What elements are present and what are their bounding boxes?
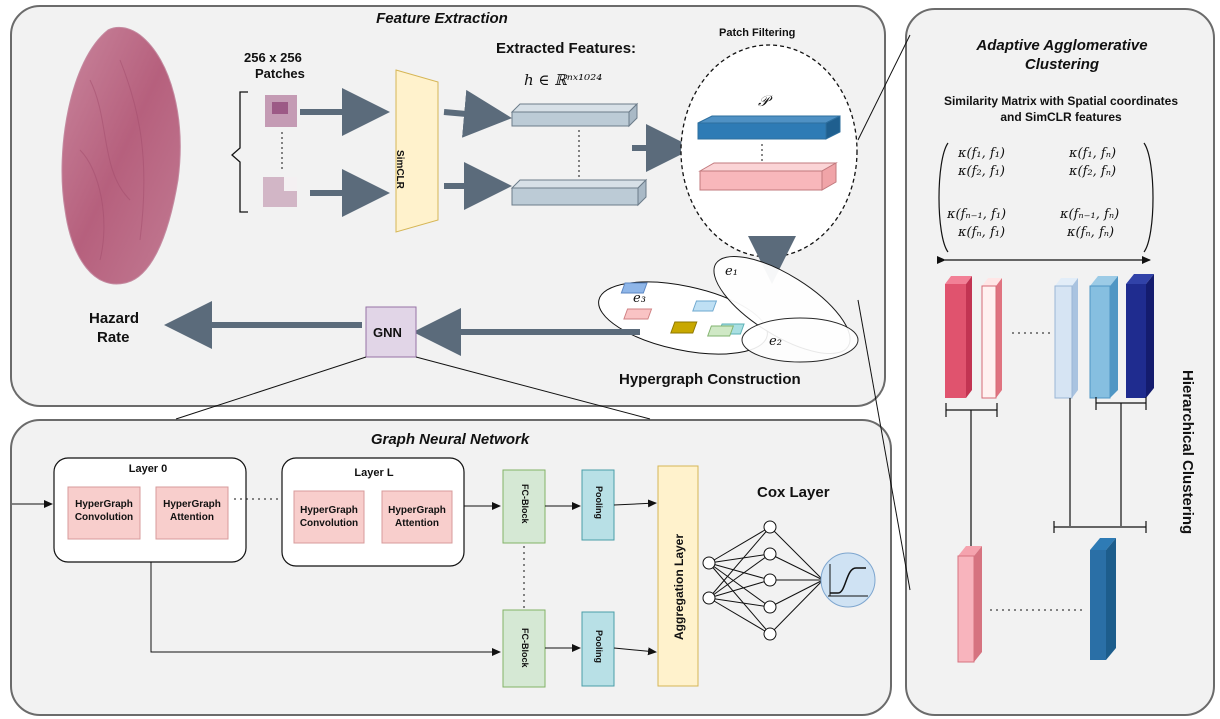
layer-l-attn-line2: Attention <box>395 518 439 529</box>
whole-slide-image <box>61 26 181 285</box>
layer-0-conv-line1: HyperGraph <box>75 499 133 510</box>
similarity-line1: Similarity Matrix with Spatial coordinat… <box>943 94 1179 108</box>
cluster-prism-2 <box>981 278 1002 399</box>
feature-vector-top <box>510 102 639 128</box>
merged-cluster-blue <box>1090 538 1116 660</box>
patches-label-line2: Patches <box>255 66 305 81</box>
cluster-prism-1 <box>945 276 972 398</box>
filtered-blue-block <box>697 115 841 140</box>
fc-block-bottom <box>502 609 546 688</box>
hypergraph <box>598 255 859 363</box>
cluster-prism-3 <box>1054 278 1078 399</box>
patches-label-line1: 256 x 256 <box>244 50 302 65</box>
patch-filtering-label: Patch Filtering <box>719 27 796 39</box>
simclr-label: SimCLR <box>394 150 405 189</box>
edge-e2-label: e₂ <box>769 334 782 349</box>
pooling-bottom <box>581 611 615 687</box>
matrix-r1c1: κ(f₁, f₁) <box>958 146 1005 161</box>
cox-network <box>708 526 824 635</box>
edge-e1-label: e₁ <box>725 264 738 279</box>
survival-curve-icon <box>820 552 876 608</box>
layer-0-conv-line2: Convolution <box>74 512 134 523</box>
layer-l-conv-line1: HyperGraph <box>300 505 358 516</box>
hazard-label-line2: Rate <box>97 329 130 346</box>
feature-vector-bottom <box>510 178 648 207</box>
layer-0-attn-line2: Attention <box>170 512 214 523</box>
matrix-r3c2: κ(fₙ₋₁, fₙ) <box>1060 207 1120 222</box>
cluster-prism-4 <box>1089 276 1118 399</box>
layer-l-attn-line1: HyperGraph <box>388 505 446 516</box>
simclr-encoder <box>395 69 439 233</box>
feature-formula: h ∈ ℝⁿˣ¹⁰²⁴ <box>524 71 603 89</box>
extracted-features-label: Extracted Features: <box>496 40 637 57</box>
edge-e3-label: e₃ <box>633 291 646 306</box>
layer-0-attn-line1: HyperGraph <box>163 499 221 510</box>
pooling-top-label: Pooling <box>594 486 604 519</box>
layer-0-label: Layer 0 <box>128 463 168 475</box>
matrix-r2c1: κ(f₂, f₁) <box>958 164 1005 179</box>
fc-block-top-label: FC-Block <box>520 484 530 524</box>
hierarchical-clustering-label: Hierarchical Clustering <box>1179 370 1196 535</box>
cluster-prism-5 <box>1126 274 1154 398</box>
pooling-bottom-label: Pooling <box>594 630 604 663</box>
hazard-label-line1: Hazard <box>89 310 140 327</box>
layer-0-conv <box>67 486 141 540</box>
layer-l-conv <box>293 490 365 544</box>
layer-0-attention <box>155 486 229 540</box>
aggregation-layer <box>657 465 699 687</box>
gnn-box <box>365 306 417 358</box>
clustering-title-line1: Adaptive Agglomerative <box>976 37 1148 54</box>
patch-set-symbol: 𝒫 <box>758 92 769 110</box>
filtered-pink-block <box>698 162 838 191</box>
matrix-r4c1: κ(fₙ, f₁) <box>958 225 1006 240</box>
hypergraph-construction-label: Hypergraph Construction <box>619 371 801 388</box>
layer-l-label: Layer L <box>354 467 394 479</box>
matrix-r2c2: κ(f₂, fₙ) <box>1069 164 1117 179</box>
matrix-r1c2: κ(f₁, fₙ) <box>1069 146 1117 161</box>
gnn-label: GNN <box>373 325 402 340</box>
layer-l-attention <box>381 490 453 544</box>
patch-filtering-ellipse <box>680 44 858 258</box>
matrix-r4c2: κ(fₙ, fₙ) <box>1067 225 1115 240</box>
fc-block-bottom-label: FC-Block <box>520 628 530 668</box>
clustering-title-line2: Clustering <box>1024 56 1100 73</box>
merged-cluster-pink <box>957 546 982 663</box>
cox-layer-label: Cox Layer <box>757 484 830 501</box>
similarity-line2: and SimCLR features <box>1000 110 1122 124</box>
aggregation-layer-label: Aggregation Layer <box>672 533 686 640</box>
matrix-r3c1: κ(fₙ₋₁, f₁) <box>947 207 1007 222</box>
patch-bracket <box>231 91 248 213</box>
layer-l-conv-line2: Convolution <box>299 518 359 529</box>
dendrogram <box>945 397 1147 546</box>
feature-extraction-title: Feature Extraction <box>376 10 508 27</box>
pooling-top <box>581 469 615 541</box>
fc-block-top <box>502 469 546 544</box>
gnn-panel-title: Graph Neural Network <box>370 431 530 448</box>
